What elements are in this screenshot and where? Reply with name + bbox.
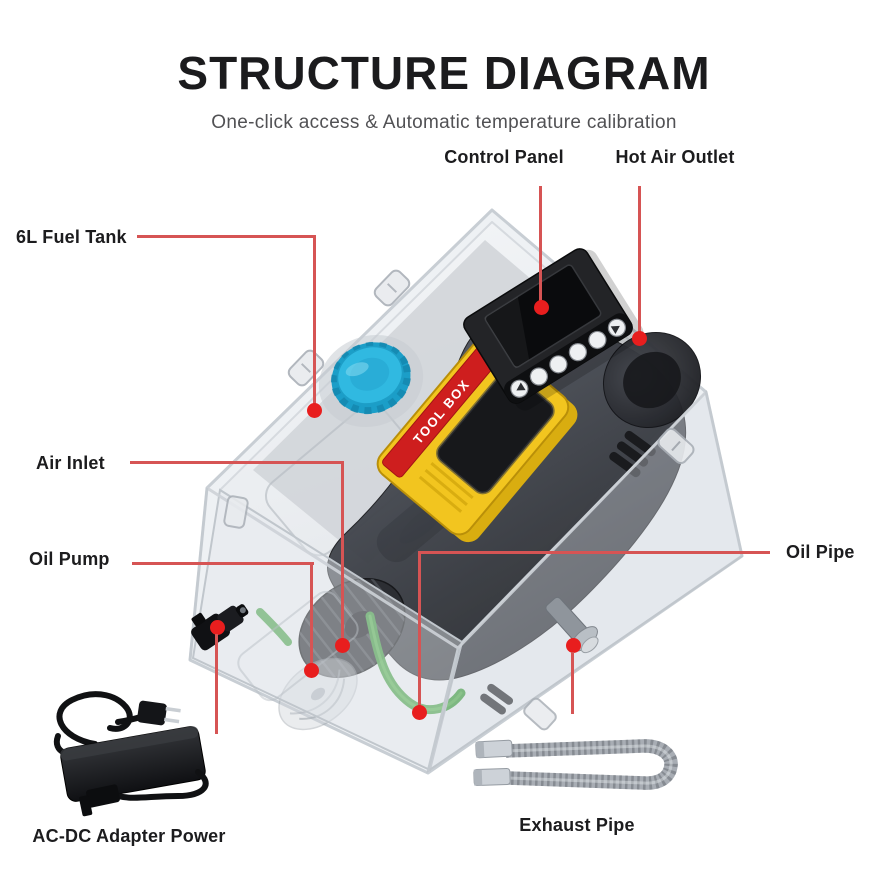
side-vent-slots-lower <box>480 683 514 715</box>
label-hot-air-outlet: Hot Air Outlet <box>615 147 735 167</box>
control-panel-part <box>463 248 644 411</box>
latch-clip <box>523 697 557 731</box>
callout-dot-oil-pump <box>304 663 319 678</box>
fuel-cap <box>331 341 411 415</box>
label-fuel-tank: 6L Fuel Tank <box>16 227 127 247</box>
latch-clip <box>657 427 695 465</box>
page-subtitle: One-click access & Automatic temperature… <box>211 112 677 133</box>
callout-dot-exhaust-pipe <box>566 638 581 653</box>
case-edge-right <box>704 391 744 557</box>
callout-line-air-inlet <box>130 461 344 464</box>
adapter-illustration <box>53 691 209 817</box>
fan-swirl <box>278 657 358 731</box>
callout-line-hot-air-outlet <box>638 186 641 332</box>
callout-line-fuel-tank <box>313 235 316 405</box>
label-oil-pump: Oil Pump <box>29 549 110 569</box>
latch-clip <box>223 495 249 529</box>
callout-dot-adapter <box>210 620 225 635</box>
callout-line-oil-pipe <box>420 551 770 554</box>
callout-line-oil-pump <box>132 562 314 565</box>
callout-dot-oil-pipe <box>412 705 427 720</box>
label-exhaust-pipe: Exhaust Pipe <box>519 815 635 835</box>
adapter-dc-connector <box>79 784 120 817</box>
callout-dot-control-panel <box>534 300 549 315</box>
adapter-plug <box>137 700 181 726</box>
label-adapter: AC-DC Adapter Power <box>32 826 226 846</box>
callout-line-fuel-tank <box>137 235 316 238</box>
callout-line-oil-pump <box>310 562 313 665</box>
exhaust-end-fitting <box>475 739 513 759</box>
adapter-brick <box>60 726 206 802</box>
latch-clip <box>373 269 411 307</box>
control-panel-screen <box>484 264 602 368</box>
callout-line-air-inlet <box>341 461 344 640</box>
callout-dot-air-inlet <box>335 638 350 653</box>
header: STRUCTURE DIAGRAM One-click access & Aut… <box>0 0 888 134</box>
callout-line-adapter <box>215 634 218 734</box>
exhaust-end-fitting <box>473 767 511 787</box>
page-title: STRUCTURE DIAGRAM <box>177 47 711 99</box>
callout-dot-hot-air-outlet <box>632 331 647 346</box>
label-air-inlet: Air Inlet <box>36 453 105 473</box>
oil-pipe-short-segment <box>256 608 292 646</box>
label-oil-pipe: Oil Pipe <box>786 542 855 562</box>
callout-dot-fuel-tank <box>307 403 322 418</box>
control-panel-buttons <box>510 318 626 398</box>
case-edge-center <box>426 647 460 772</box>
callout-line-exhaust-pipe <box>571 652 574 714</box>
exhaust-pipe-illustration <box>473 739 678 790</box>
label-control-panel: Control Panel <box>444 147 564 167</box>
hot-air-outlet-part <box>602 331 702 429</box>
callout-line-control-panel <box>539 186 542 301</box>
callout-line-oil-pipe <box>418 551 421 707</box>
